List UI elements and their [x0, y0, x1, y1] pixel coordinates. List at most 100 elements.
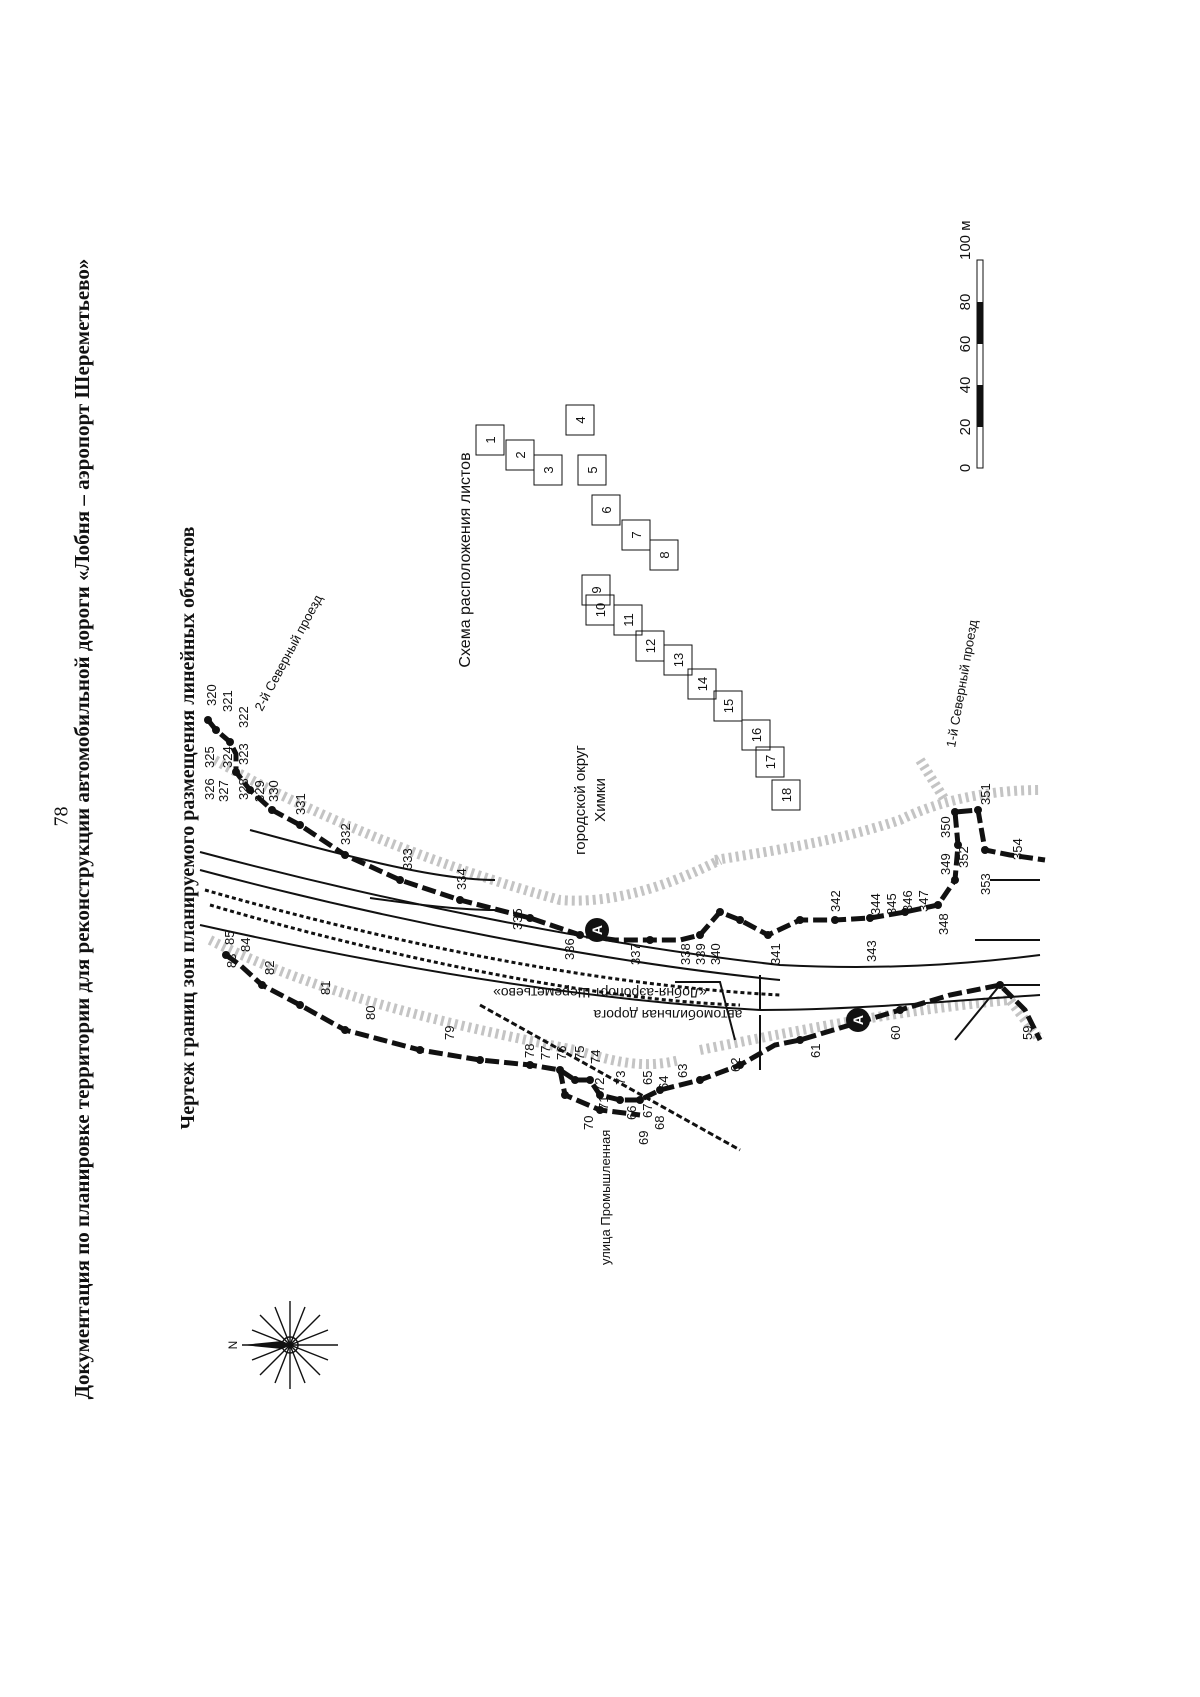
- point-label: 321: [220, 690, 235, 712]
- point-label: 329: [252, 780, 267, 802]
- zone-marker-label: A: [850, 1015, 866, 1025]
- point-label: 74: [588, 1050, 603, 1064]
- point-label: 60: [888, 1026, 903, 1040]
- sheet-box-label: 18: [779, 788, 794, 802]
- point-label: 344: [868, 893, 883, 915]
- point-label: 341: [768, 943, 783, 965]
- sheet-box: [755, 746, 785, 778]
- zone-marker-upper: A: [585, 918, 609, 942]
- point-label: 68: [652, 1116, 667, 1130]
- point-label: 354: [1010, 838, 1025, 860]
- point-label: 63: [675, 1064, 690, 1078]
- sheet-scheme-title: Схема расположения листов: [457, 452, 474, 667]
- district-label-line1: городской округ: [572, 745, 589, 855]
- point-label: 320: [204, 684, 219, 706]
- sheet-box-label: 3: [541, 466, 556, 473]
- sheet-box: [663, 644, 693, 676]
- point-label: 69: [636, 1131, 651, 1145]
- sheet-box-label: 10: [593, 603, 608, 617]
- sheet-box: [649, 539, 679, 571]
- sheet-box-label: 11: [621, 613, 636, 627]
- sheet-box-label: 7: [629, 531, 644, 538]
- point-label: 83: [224, 954, 239, 968]
- point-label: 73: [613, 1071, 628, 1085]
- point-label: 337: [628, 943, 643, 965]
- point-label: 326: [202, 778, 217, 800]
- sheet-box-label: 15: [721, 699, 736, 713]
- north-label: N: [226, 1341, 240, 1350]
- sheet-box-label: 1: [483, 436, 498, 443]
- point-label: 81: [318, 981, 333, 995]
- point-label: 79: [442, 1026, 457, 1040]
- point-label: 65: [640, 1071, 655, 1085]
- scale-tick-label: 80: [957, 294, 974, 311]
- point-label: 333: [400, 848, 415, 870]
- point-label: 66: [624, 1106, 639, 1120]
- point-label: 346: [900, 890, 915, 912]
- point-label: 343: [864, 940, 879, 962]
- point-label: 325: [202, 746, 217, 768]
- zone-marker-lower: A: [846, 1008, 870, 1032]
- point-label: 327: [216, 780, 231, 802]
- sheet-box-label: 4: [573, 416, 588, 423]
- point-label: 322: [236, 706, 251, 728]
- point-labels: 320 321 322 323 324 325 326 327 328 329 …: [202, 684, 1035, 1145]
- sheet-box-label: 13: [671, 653, 686, 667]
- sheet-box-label: 14: [695, 677, 710, 691]
- point-label: 76: [554, 1046, 569, 1060]
- point-label: 335: [510, 908, 525, 930]
- point-label: 347: [916, 890, 931, 912]
- point-label: 351: [978, 783, 993, 805]
- street-label-promyshlennaya: улица Промышленная: [598, 1130, 613, 1265]
- point-label: 61: [808, 1044, 823, 1058]
- point-label: 348: [936, 913, 951, 935]
- sheet-box-label: 12: [643, 639, 658, 653]
- sheet-box: [577, 454, 607, 486]
- point-label: 80: [363, 1006, 378, 1020]
- point-label: 324: [220, 746, 235, 768]
- sheet-box: [687, 668, 717, 700]
- point-label: 82: [262, 961, 277, 975]
- sheet-box: [565, 404, 595, 436]
- point-label: 84: [238, 938, 253, 952]
- zone-marker-label: A: [589, 925, 605, 935]
- sheet-box-label: 8: [657, 551, 672, 558]
- point-label: 75: [572, 1046, 587, 1060]
- boundary-points: [204, 716, 1004, 1114]
- point-label: 85: [222, 931, 237, 945]
- scale-tick-label: 100 м: [957, 220, 974, 260]
- sheet-box-label: 5: [585, 466, 600, 473]
- sheet-box: [591, 494, 621, 526]
- scale-tick-label: 40: [957, 377, 974, 394]
- point-label: 331: [293, 793, 308, 815]
- street-label-1st-severny: 1-й Северный проезд: [943, 618, 980, 748]
- point-label: 332: [338, 823, 353, 845]
- sheet-box: [621, 519, 651, 551]
- tram-crossing: [479, 1003, 741, 1152]
- scale-tick-label: 60: [957, 336, 974, 353]
- point-label: 67: [640, 1104, 655, 1118]
- point-label: 78: [522, 1044, 537, 1058]
- point-label: 334: [454, 868, 469, 890]
- point-label: 342: [828, 890, 843, 912]
- point-label: 72: [592, 1078, 607, 1092]
- point-label: 330: [266, 780, 281, 802]
- point-label: 353: [978, 873, 993, 895]
- street-label-2nd-severny: 2-й Северный проезд: [251, 592, 325, 714]
- scale-bar: [976, 259, 984, 469]
- point-label: 345: [884, 893, 899, 915]
- sheet-box: [533, 454, 563, 486]
- road-label-line2: «Лобня-аэропорт Шереметьево»: [493, 985, 707, 1001]
- point-label: 71: [596, 1096, 611, 1110]
- scale-tick-label: 0: [957, 464, 974, 472]
- sheet-box: [475, 424, 505, 456]
- sheet-box-label: 16: [749, 728, 764, 742]
- sheet-box-label: 9: [589, 586, 604, 593]
- point-label: 339: [693, 943, 708, 965]
- zone-boundaries: [206, 718, 1046, 1118]
- sheet-box-label: 2: [513, 451, 528, 458]
- point-label: 62: [728, 1058, 743, 1072]
- sheet-box: [613, 604, 643, 636]
